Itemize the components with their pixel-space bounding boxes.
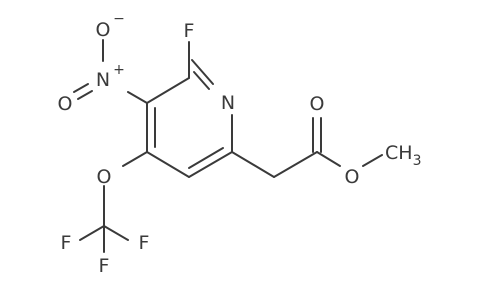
- ether-oxygen-label: O: [97, 166, 112, 188]
- bond-c2-n1-inner: [193, 71, 210, 90]
- ester-oxygen-label: O: [345, 166, 360, 188]
- bond-c3-c2: [146, 77, 190, 104]
- carbonyl-oxygen-label: O: [310, 93, 325, 115]
- bond-c5-c4: [146, 151, 190, 178]
- bond-c6-c5: [188, 151, 233, 178]
- nitro-oxygen-minus-label: O: [96, 19, 111, 41]
- methyl-ch-text: CH: [385, 142, 413, 164]
- cf3-fluorine-bottom-label: F: [99, 255, 110, 277]
- nitro-oxygen-double-label: O: [58, 93, 73, 115]
- methyl-label: CH3: [385, 142, 421, 169]
- nitro-nitrogen-label: N: [96, 69, 110, 91]
- bond-n-nitro-o-double-a: [73, 83, 89, 93]
- ring-nitrogen-label: N: [221, 92, 235, 114]
- bond-c2-n1: [191, 59, 214, 85]
- minus-charge: −: [113, 11, 125, 27]
- bond-c6-c5-inner: [188, 147, 224, 169]
- bond-n-nitro-o-double-b: [77, 90, 93, 100]
- bond-c3-n-nitro: [127, 91, 148, 104]
- nitro-plus-charge: +: [113, 62, 125, 78]
- cf3-fluorine-left-label: F: [61, 232, 72, 254]
- fluorine-label: F: [184, 20, 195, 42]
- bond-cf3-f-left: [79, 225, 105, 241]
- bond-c4-o-ether: [122, 151, 148, 167]
- bond-cf3-f-right: [103, 225, 129, 241]
- cf3-fluorine-right-label: F: [139, 232, 150, 254]
- bond-ch2-c-ester: [273, 151, 318, 178]
- methyl-subscript: 3: [413, 153, 422, 169]
- bond-o-ester-methyl: [362, 154, 383, 167]
- bond-c6-ch2: [231, 151, 275, 178]
- bond-c-ester-o-ester: [316, 151, 341, 167]
